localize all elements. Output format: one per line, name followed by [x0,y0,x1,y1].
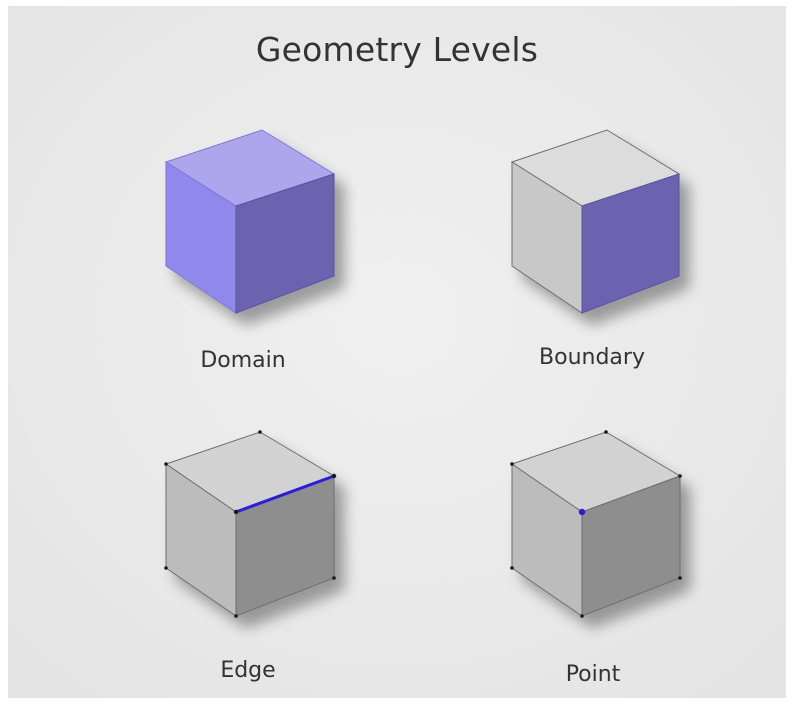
boundary-cube-highlighted-face [581,173,680,314]
edge-cube-vertex [258,430,262,434]
edge-cube-vertex [233,509,239,515]
point-cube-vertex [510,462,514,466]
edge-cube-vertices [164,430,337,618]
edge-cube [164,431,336,617]
geometry-levels-figure: Geometry Levels [8,6,786,698]
point-cube-vertex [580,614,584,618]
point-cube [510,431,682,617]
figure-title: Geometry Levels [255,30,539,69]
boundary-cube [510,129,681,314]
edge-cube-vertex [332,576,336,580]
point-cube-vertex [510,566,514,570]
domain-cube [164,129,336,314]
domain-cube-right-face [235,173,335,314]
point-cube-vertex [678,474,682,478]
point-cube-vertex [604,430,608,434]
point-cube-vertex [678,576,682,580]
point-cube-vertices [510,430,682,618]
cube-diagram [164,129,682,618]
edge-cube-vertex [164,462,168,466]
edge-cube-vertex [331,473,337,479]
edge-label: Edge [220,658,276,683]
edge-cube-highlighted-edge [235,474,335,514]
boundary-label: Boundary [539,345,645,370]
domain-label: Domain [200,348,286,373]
edge-cube-vertex [164,566,168,570]
edge-cube-vertex [234,614,238,618]
point-label: Point [565,662,621,687]
point-cube-highlighted-vertex [578,508,586,516]
